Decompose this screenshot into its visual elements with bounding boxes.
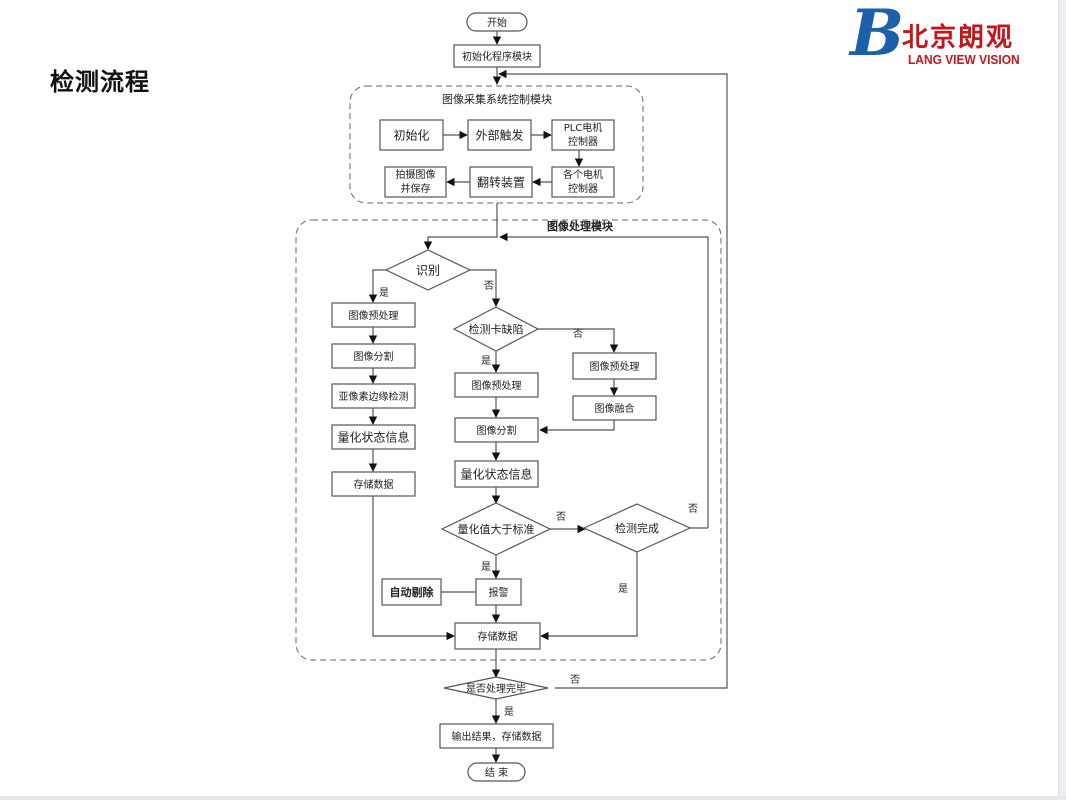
- auto-reject-box: [381, 578, 442, 606]
- page-title: 检测流程: [50, 67, 150, 96]
- logo-chinese-name: 北京朗观: [902, 23, 1015, 53]
- acq-plc-box-label-1: PLC电机: [564, 121, 603, 134]
- window-edge-bottom: [0, 796, 1066, 800]
- output-box-label: 输出结果，存储数据: [452, 730, 542, 743]
- loop-back-detect-done: [499, 232, 709, 528]
- detect-done-yes-label: 是: [618, 583, 628, 595]
- arrow-left-store: [372, 496, 455, 641]
- init-program-box-label: 初始化程序模块: [462, 50, 532, 63]
- right-step-2: [572, 395, 657, 421]
- acq-capture-box-label-1: 拍摄图像: [396, 168, 436, 181]
- detect-done-decision: [582, 503, 692, 553]
- arrow-identify-yes: [368, 269, 386, 303]
- left-step-5: [331, 471, 416, 497]
- start-terminal: [466, 12, 528, 32]
- compare-decision-label: 量化值大于标准: [458, 522, 535, 536]
- store-box: [454, 622, 541, 650]
- identify-decision: [384, 249, 472, 291]
- mid-step-3-label: 量化状态信息: [460, 467, 532, 482]
- mid-step-3: [454, 460, 539, 488]
- acq-motors-box: [551, 166, 615, 198]
- left-step-2-label: 图像分割: [354, 350, 394, 363]
- all-done-decision-label: 是否处理完毕: [466, 682, 526, 695]
- compare-decision: [440, 502, 552, 556]
- left-step-5-label: 存储数据: [354, 478, 394, 491]
- loop-back-all-done: [498, 69, 728, 689]
- acq-motors-box-label-1: 各个电机: [563, 168, 603, 181]
- acq-trigger-box-label: 外部触发: [475, 128, 523, 143]
- alarm-box-label: 报警: [489, 586, 509, 599]
- init-program-box: [453, 44, 541, 68]
- card-defect-decision-label: 检测卡缺陷: [469, 322, 524, 336]
- mid-step-1: [454, 372, 539, 398]
- all-done-decision: [443, 676, 549, 700]
- right-step-1-label: 图像预处理: [590, 361, 640, 373]
- left-step-1-label: 图像预处理: [349, 310, 399, 322]
- all-done-no-label: 否: [570, 674, 580, 686]
- identify-yes-label: 是: [379, 287, 389, 299]
- acq-capture-box-label-2: 并保存: [401, 182, 431, 195]
- card-defect-yes-label: 是: [481, 355, 491, 367]
- mid-step-2: [454, 417, 539, 443]
- card-defect-decision: [452, 306, 540, 352]
- arrow-acq-identify: [423, 203, 498, 250]
- acq-flip-box-label: 翻转装置: [477, 175, 525, 190]
- processing-module-frame: [295, 219, 722, 661]
- end-terminal: [467, 762, 526, 782]
- detect-done-no-label: 否: [688, 503, 698, 515]
- acq-capture-box: [384, 166, 447, 198]
- acq-trigger-box: [467, 119, 532, 151]
- acq-module-title: 图像采集系统控制模块: [442, 92, 552, 106]
- acq-plc-box: [551, 119, 615, 151]
- card-defect-no-label: 否: [573, 328, 583, 340]
- alarm-box: [475, 578, 522, 606]
- logo-english-name: LANG VIEW VISION: [908, 52, 1020, 67]
- all-done-yes-label: 是: [504, 706, 514, 718]
- identify-no-label: 否: [484, 280, 494, 292]
- detect-done-decision-label: 检测完成: [615, 521, 659, 535]
- left-step-3: [331, 383, 416, 409]
- auto-reject-box-label: 自动剔除: [390, 585, 435, 599]
- left-step-2: [331, 343, 416, 369]
- company-logo: B 北京朗观 LANG VIEW VISION: [850, 2, 1060, 76]
- end-terminal-label: 结 束: [485, 766, 508, 779]
- left-step-1: [331, 302, 416, 328]
- arrow-identify-no: [470, 269, 501, 307]
- mid-step-2-label: 图像分割: [477, 424, 517, 437]
- arrow-fusion-segment: [539, 420, 615, 435]
- right-step-1: [572, 352, 657, 380]
- store-box-label: 存储数据: [478, 630, 518, 643]
- arrow-card-defect-no: [538, 328, 619, 353]
- compare-yes-label: 是: [481, 561, 491, 573]
- left-step-4-label: 量化状态信息: [337, 430, 409, 445]
- acq-plc-box-label-2: 控制器: [568, 135, 598, 148]
- window-edge: [1058, 0, 1066, 800]
- output-box: [439, 723, 554, 749]
- logo-mark: B: [850, 0, 905, 71]
- start-terminal-label: 开始: [487, 16, 507, 29]
- acquisition-module-frame: [349, 85, 644, 204]
- mid-step-1-label: 图像预处理: [472, 380, 522, 392]
- acq-motors-box-label-2: 控制器: [568, 182, 598, 195]
- acq-flip-box: [469, 166, 533, 198]
- identify-decision-label: 识别: [416, 264, 440, 278]
- right-step-2-label: 图像融合: [595, 402, 635, 415]
- compare-no-label: 否: [556, 511, 566, 523]
- left-step-3-label: 亚像素边缘检测: [339, 390, 409, 403]
- left-step-4: [331, 424, 416, 450]
- acq-init-box-label: 初始化: [393, 129, 429, 143]
- arrow-detect-done-yes: [540, 552, 638, 641]
- acq-init-box: [379, 119, 444, 151]
- proc-module-title: 图像处理模块: [547, 219, 614, 233]
